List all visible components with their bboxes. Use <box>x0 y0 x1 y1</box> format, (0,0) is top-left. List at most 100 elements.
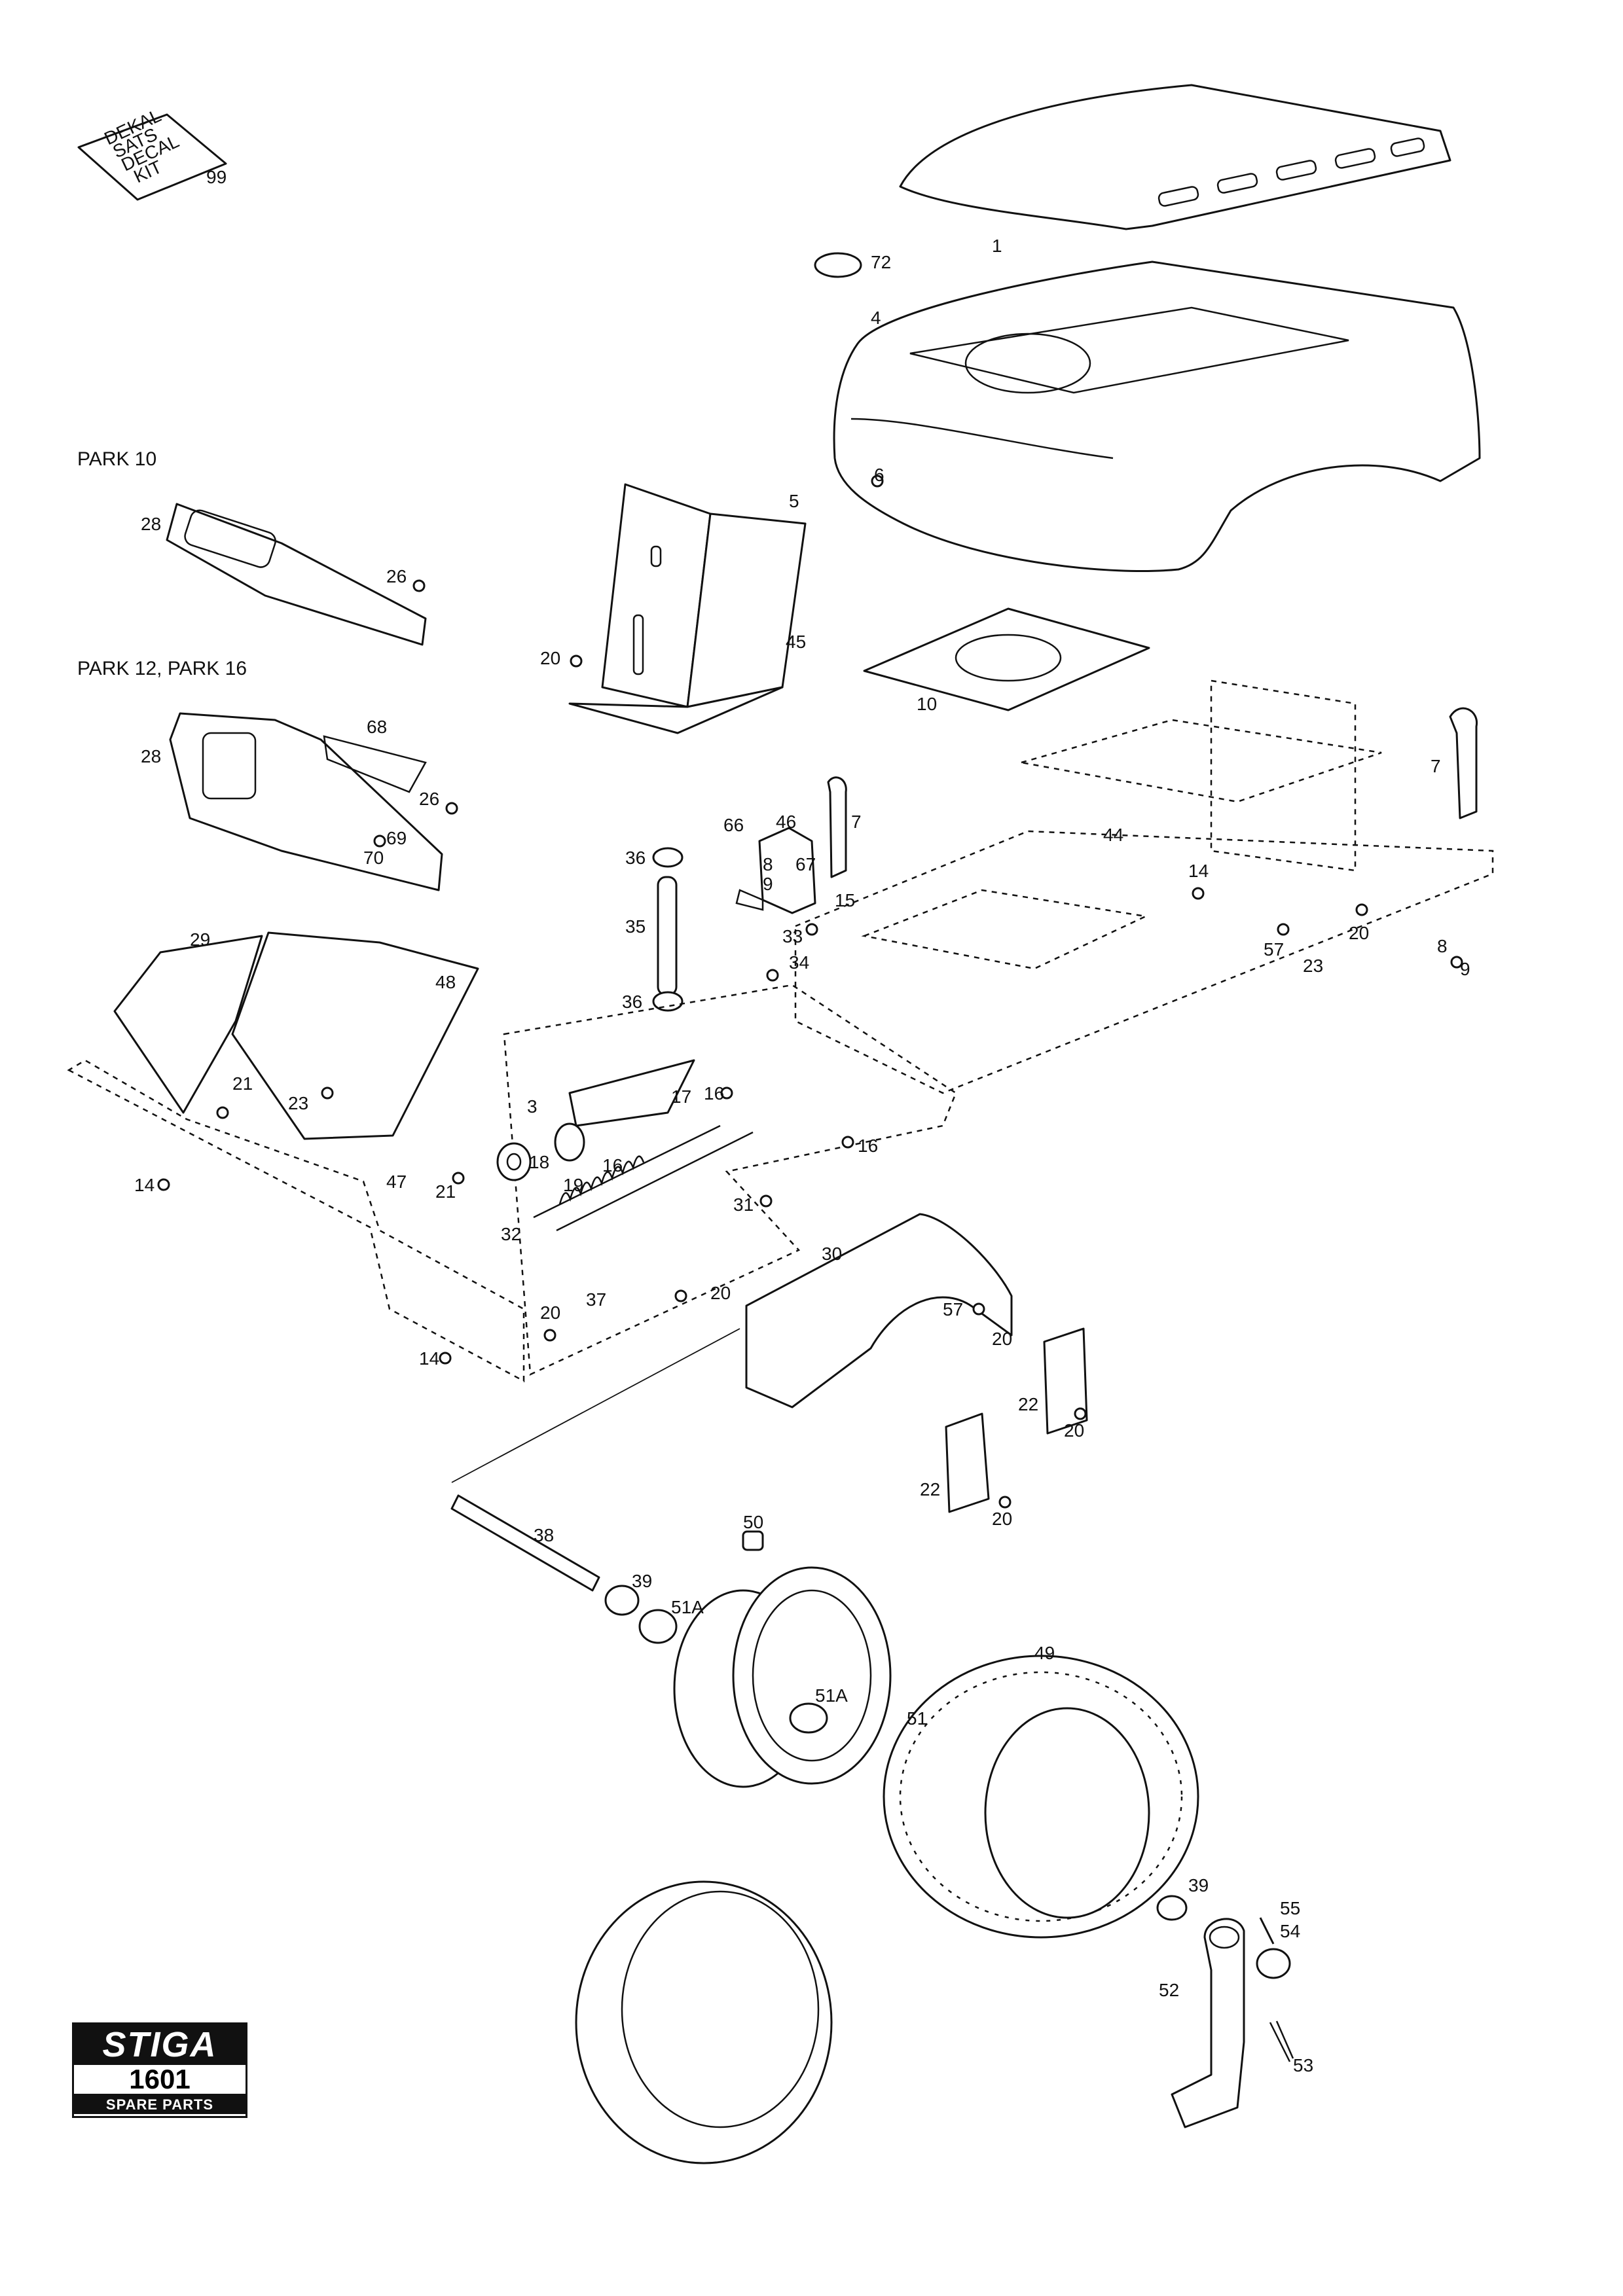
callout-28-park10: 28 <box>141 514 161 534</box>
callout-21-deck: 21 <box>435 1181 456 1202</box>
mower-deck-outline <box>67 984 957 1383</box>
callout-28-park12: 28 <box>141 746 161 766</box>
callout-9-bracket: 9 <box>763 874 773 894</box>
part-39-washer-right <box>1156 1895 1188 1921</box>
callout-8-bracket: 8 <box>763 854 773 874</box>
part-29-collector <box>113 935 263 1114</box>
part-38-axle <box>450 1328 740 1592</box>
callout-36-bottom: 36 <box>622 992 642 1012</box>
callout-66: 66 <box>723 815 744 835</box>
callout-31: 31 <box>733 1194 754 1215</box>
fasteners <box>157 475 1463 1509</box>
callout-18: 18 <box>529 1152 549 1172</box>
callout-23-left: 23 <box>288 1093 308 1113</box>
callout-20-fender: 20 <box>992 1329 1012 1349</box>
part-35-shaft <box>652 847 684 1012</box>
callout-29: 29 <box>190 929 210 950</box>
callout-21-left: 21 <box>232 1073 253 1094</box>
callout-52: 52 <box>1159 1980 1179 2000</box>
callout-20-dash: 20 <box>540 648 560 668</box>
part-51a-bushing-left <box>638 1609 678 1644</box>
part-45-dash-panel <box>568 483 807 734</box>
callout-16-c: 16 <box>602 1155 623 1175</box>
callout-1: 1 <box>992 236 1002 256</box>
part-53-cotter-pin <box>1269 2020 1294 2062</box>
callout-45: 45 <box>786 632 806 652</box>
callout-38: 38 <box>534 1525 554 1545</box>
callout-14-left: 14 <box>134 1175 155 1195</box>
callout-16-a: 16 <box>704 1083 724 1103</box>
part-4-body-shell <box>833 260 1481 572</box>
callout-35: 35 <box>625 916 646 937</box>
callout-15: 15 <box>835 890 855 910</box>
callout-9-right: 9 <box>1460 959 1470 979</box>
part-68-flap <box>323 735 427 793</box>
part-32-spring <box>533 1124 754 1232</box>
wheel-cover <box>575 1880 833 2164</box>
callout-44: 44 <box>1103 825 1123 845</box>
callout-5: 5 <box>789 491 799 511</box>
callout-22-lower: 22 <box>920 1479 940 1499</box>
callout-51a-hub: 51A <box>815 1685 848 1706</box>
part-48-cover <box>231 931 479 1140</box>
callout-26-park12: 26 <box>419 789 439 809</box>
part-49-tire <box>883 1655 1199 1939</box>
callout-10: 10 <box>917 694 937 714</box>
part-36-bushing-top <box>652 847 684 868</box>
part-3-bushing <box>554 1122 585 1162</box>
callout-54: 54 <box>1280 1921 1300 1941</box>
callout-51a-left: 51A <box>671 1597 704 1617</box>
callout-23-frame: 23 <box>1303 956 1323 976</box>
callout-7-center: 7 <box>851 812 862 832</box>
part-55-pin <box>1259 1917 1275 1945</box>
callout-53: 53 <box>1293 2055 1313 2075</box>
callout-55: 55 <box>1280 1898 1300 1918</box>
callout-26-park10: 26 <box>386 566 407 586</box>
callout-3: 3 <box>527 1096 538 1117</box>
callout-32: 32 <box>501 1224 521 1244</box>
callout-22-upper: 22 <box>1018 1394 1038 1414</box>
callout-39-right: 39 <box>1188 1875 1209 1895</box>
logo-model: 1601 <box>74 2065 246 2096</box>
callout-20-axle: 20 <box>710 1283 731 1303</box>
part-7-bracket-center <box>827 776 847 878</box>
part-18-roller <box>496 1142 532 1181</box>
logo-subtitle: SPARE PARTS <box>74 2096 246 2114</box>
part-28-chute-park12-16 <box>169 712 443 891</box>
callout-8-right: 8 <box>1437 936 1448 956</box>
callout-70: 70 <box>363 848 384 868</box>
part-51a-bushing-hub <box>789 1702 828 1734</box>
callout-30: 30 <box>822 1244 842 1264</box>
part-22-plate-upper <box>1043 1327 1088 1435</box>
callout-17: 17 <box>671 1086 691 1107</box>
part-50-valve <box>742 1530 764 1551</box>
callout-39-left: 39 <box>632 1571 652 1591</box>
callout-14-deck: 14 <box>419 1348 439 1369</box>
callout-16-b: 16 <box>858 1136 878 1156</box>
callout-69: 69 <box>386 828 407 848</box>
callout-20-plate-upper: 20 <box>1064 1420 1084 1441</box>
callout-19: 19 <box>563 1175 583 1195</box>
part-39-washer-left <box>604 1585 640 1616</box>
callout-37: 37 <box>586 1289 606 1310</box>
callout-72: 72 <box>871 252 891 272</box>
part-17-lever <box>554 1059 695 1162</box>
callout-20-plate-lower: 20 <box>992 1509 1012 1529</box>
callout-49: 49 <box>1034 1643 1055 1663</box>
part-1-top-cover <box>899 84 1451 230</box>
section-label-park10: PARK 10 <box>77 448 157 470</box>
callout-34: 34 <box>789 952 809 973</box>
callout-7-right: 7 <box>1431 756 1441 776</box>
part-54-washer <box>1256 1948 1291 1979</box>
part-51-rim <box>673 1566 892 1788</box>
callout-6: 6 <box>874 465 884 485</box>
part-72-cap <box>814 252 862 278</box>
part-44-frame <box>794 679 1494 1094</box>
callout-33: 33 <box>782 926 803 946</box>
callout-20-deck: 20 <box>540 1302 560 1323</box>
part-7-bracket-right <box>1449 707 1478 819</box>
part-30-fender <box>745 1213 1013 1408</box>
callout-57-frame: 57 <box>1264 939 1284 960</box>
stiga-logo-badge: STIGA 1601 SPARE PARTS <box>72 2022 247 2118</box>
